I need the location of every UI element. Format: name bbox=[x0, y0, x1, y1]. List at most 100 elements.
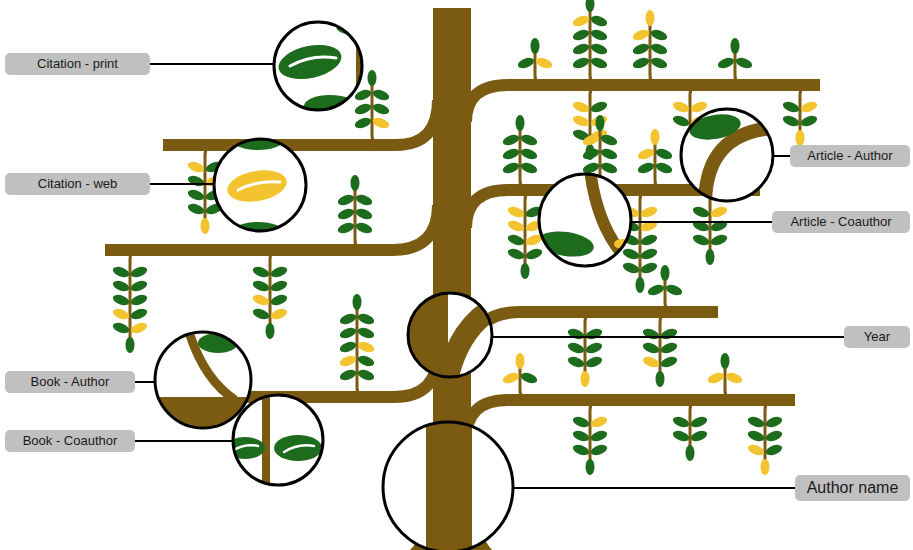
leaf bbox=[251, 307, 270, 321]
leaf bbox=[581, 371, 590, 387]
leaf bbox=[689, 429, 708, 443]
leaf bbox=[671, 100, 690, 114]
leaf bbox=[506, 247, 525, 261]
leaf-twig bbox=[641, 312, 678, 387]
leaf bbox=[649, 28, 668, 42]
leaf-twig bbox=[671, 400, 708, 461]
leaf bbox=[516, 353, 525, 369]
leaf bbox=[519, 133, 538, 147]
detail-shape bbox=[262, 390, 270, 490]
magnifiers bbox=[150, 17, 775, 550]
leaf bbox=[201, 218, 210, 234]
callout-label: Article - Author bbox=[790, 145, 910, 167]
leaf bbox=[631, 42, 650, 56]
leader-line bbox=[150, 183, 214, 185]
leaf bbox=[571, 415, 590, 429]
leaf bbox=[746, 443, 765, 457]
detail-shape bbox=[336, 17, 368, 35]
leaf bbox=[351, 175, 360, 191]
label-text: Article - Author bbox=[807, 148, 892, 164]
leaf bbox=[566, 355, 585, 369]
leaf bbox=[338, 354, 357, 368]
leaf-twig bbox=[746, 400, 783, 475]
leader-line bbox=[631, 221, 772, 223]
leaf bbox=[269, 307, 288, 321]
leaf bbox=[621, 261, 640, 275]
leaf bbox=[589, 415, 608, 429]
leaf bbox=[519, 371, 538, 385]
leaf bbox=[659, 327, 678, 341]
leaf bbox=[126, 337, 135, 353]
leaf bbox=[336, 207, 355, 221]
leaf bbox=[338, 312, 357, 326]
leader-line bbox=[492, 336, 844, 338]
leaf bbox=[519, 147, 538, 161]
leaf bbox=[521, 263, 530, 279]
leaf bbox=[746, 429, 765, 443]
leaf bbox=[689, 415, 708, 429]
leaf bbox=[639, 205, 658, 219]
callout-label: Book - Coauthor bbox=[5, 430, 135, 452]
leaf bbox=[129, 307, 148, 321]
leaf bbox=[111, 307, 130, 321]
magnifier-ring bbox=[539, 174, 631, 266]
leaf-twig bbox=[571, 0, 608, 85]
detail-shape bbox=[232, 445, 258, 451]
leaf bbox=[571, 28, 590, 42]
leaf bbox=[649, 56, 668, 70]
leaf bbox=[356, 340, 375, 354]
leaf bbox=[368, 70, 377, 86]
leaf bbox=[639, 261, 658, 275]
leaf bbox=[336, 221, 355, 235]
leaf bbox=[129, 321, 148, 335]
leaf-twig bbox=[571, 400, 608, 475]
leaf bbox=[584, 327, 603, 341]
leaf bbox=[501, 147, 520, 161]
leaf bbox=[338, 368, 357, 382]
leaf bbox=[596, 115, 605, 131]
leaf bbox=[186, 174, 205, 188]
leaf bbox=[709, 205, 728, 219]
leaf bbox=[353, 116, 372, 130]
leaf bbox=[661, 265, 670, 281]
tree-branch bbox=[466, 400, 795, 440]
detail-shape bbox=[238, 182, 280, 190]
label-text: Citation - web bbox=[38, 176, 117, 192]
leaf bbox=[111, 293, 130, 307]
twig-stem bbox=[735, 53, 744, 85]
leaf bbox=[338, 340, 357, 354]
leaf bbox=[336, 193, 355, 207]
leaf bbox=[589, 14, 608, 28]
leaf bbox=[186, 160, 205, 174]
leaf-twig bbox=[111, 250, 148, 353]
leaf bbox=[796, 130, 805, 146]
leaf bbox=[581, 133, 600, 147]
magnified-detail bbox=[225, 390, 322, 490]
leaf-twig bbox=[566, 312, 603, 387]
leaf bbox=[251, 293, 270, 307]
branches bbox=[105, 85, 820, 440]
leaf bbox=[129, 293, 148, 307]
leaf bbox=[641, 355, 660, 369]
leaf bbox=[129, 279, 148, 293]
leaf bbox=[354, 193, 373, 207]
leaf bbox=[269, 293, 288, 307]
leaf bbox=[356, 354, 375, 368]
leaf bbox=[734, 56, 753, 70]
detail-shape bbox=[705, 128, 775, 205]
leaf bbox=[186, 188, 205, 202]
label-text: Year bbox=[864, 329, 890, 345]
leaf bbox=[524, 247, 543, 261]
magnifier-circle bbox=[225, 390, 323, 490]
leaf bbox=[646, 283, 665, 297]
callout-label: Author name bbox=[795, 475, 910, 501]
leaf bbox=[659, 355, 678, 369]
leaf bbox=[654, 161, 673, 175]
leaf bbox=[571, 429, 590, 443]
leaf bbox=[353, 102, 372, 116]
leaf bbox=[621, 247, 640, 261]
leaf bbox=[656, 371, 665, 387]
leaf bbox=[686, 445, 695, 461]
leaf bbox=[111, 265, 130, 279]
